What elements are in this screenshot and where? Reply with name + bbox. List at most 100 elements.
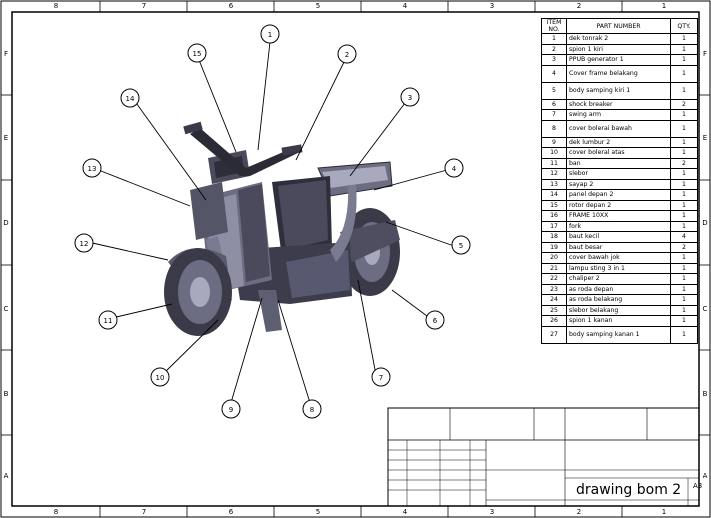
zone-row-label: A <box>3 472 9 480</box>
bom-part-number: sayap 2 <box>566 178 671 190</box>
zone-row-label: D <box>702 219 708 227</box>
zone-col-label: 1 <box>661 2 667 10</box>
bom-qty: 1 <box>670 262 698 274</box>
bom-qty: 1 <box>670 189 698 201</box>
bom-header-qty: QTY. <box>670 18 698 34</box>
zone-row-label: B <box>3 390 9 398</box>
bom-qty: 1 <box>670 273 698 285</box>
bom-item-no: 24 <box>541 294 567 306</box>
bom-qty: 1 <box>670 147 698 159</box>
bom-part-number: chaliper 2 <box>566 273 671 285</box>
bom-part-number: PPUB generator 1 <box>566 54 671 66</box>
bom-item-no: 4 <box>541 64 567 83</box>
bom-item-no: 22 <box>541 273 567 285</box>
zone-row-label: C <box>702 305 708 313</box>
bom-item-no: 12 <box>541 168 567 180</box>
bom-part-number: cover bolerai bawah <box>566 119 671 138</box>
sheet-size: A3 <box>693 482 703 490</box>
zone-col-label: 8 <box>53 2 59 10</box>
bom-part-number: lampu sting 3 in 1 <box>566 262 671 274</box>
zone-row-label: F <box>3 50 9 58</box>
bom-item-no: 18 <box>541 231 567 243</box>
bom-qty: 2 <box>670 157 698 169</box>
bom-part-number: body samping kanan 1 <box>566 325 671 344</box>
bom-header-part: PART NUMBER <box>566 18 671 34</box>
bom-part-number: dek lumbur 2 <box>566 136 671 148</box>
bom-qty: 1 <box>670 43 698 55</box>
bom-part-number: as roda belakang <box>566 294 671 306</box>
bom-part-number: ban <box>566 157 671 169</box>
zone-col-label: 5 <box>315 2 321 10</box>
bom-item-no: 15 <box>541 199 567 211</box>
inner-border <box>11 11 700 507</box>
bom-item-no: 2 <box>541 43 567 55</box>
bom-qty: 1 <box>670 304 698 316</box>
bom-part-number: cover boleral atas <box>566 147 671 159</box>
zone-row-label: A <box>702 472 708 480</box>
zone-col-label: 6 <box>228 508 234 516</box>
bom-item-no: 25 <box>541 304 567 316</box>
bom-qty: 2 <box>670 98 698 110</box>
bom-header-item: ITEM NO. <box>541 18 567 34</box>
bom-qty: 1 <box>670 178 698 190</box>
bom-part-number: panel depan 2 <box>566 189 671 201</box>
bom-part-number: slebor belakang <box>566 304 671 316</box>
bom-qty: 1 <box>670 119 698 138</box>
bom-part-number: Cover frame belakang <box>566 64 671 83</box>
drawing-title: drawing bom 2 <box>576 482 682 498</box>
bom-part-number: FRAME 10XX <box>566 210 671 222</box>
zone-row-label: D <box>3 219 9 227</box>
bom-qty: 2 <box>670 241 698 253</box>
zone-col-label: 1 <box>661 508 667 516</box>
bom-item-no: 20 <box>541 252 567 264</box>
zone-col-label: 7 <box>141 508 147 516</box>
bom-qty: 1 <box>670 252 698 264</box>
bom-item-no: 11 <box>541 157 567 169</box>
bom-item-no: 19 <box>541 241 567 253</box>
bom-part-number: cover bawah jok <box>566 252 671 264</box>
bom-item-no: 21 <box>541 262 567 274</box>
bom-qty: 1 <box>670 81 698 100</box>
zone-col-label: 3 <box>489 508 495 516</box>
bom-part-number: shock breaker <box>566 98 671 110</box>
bom-part-number: swing arm <box>566 109 671 121</box>
bom-part-number: dek tonrak 2 <box>566 33 671 45</box>
bom-part-number: body samping kiri 1 <box>566 81 671 100</box>
bom-part-number: fork <box>566 220 671 232</box>
bom-qty: 1 <box>670 294 698 306</box>
zone-col-label: 7 <box>141 2 147 10</box>
bom-item-no: 16 <box>541 210 567 222</box>
zone-row-label: C <box>3 305 9 313</box>
bom-part-number: rotor depan 2 <box>566 199 671 211</box>
zone-row-label: B <box>702 390 708 398</box>
zone-col-label: 4 <box>402 2 408 10</box>
bom-part-number: spion 1 kiri <box>566 43 671 55</box>
bom-qty: 1 <box>670 325 698 344</box>
zone-row-label: E <box>3 134 9 142</box>
bom-qty: 1 <box>670 64 698 83</box>
